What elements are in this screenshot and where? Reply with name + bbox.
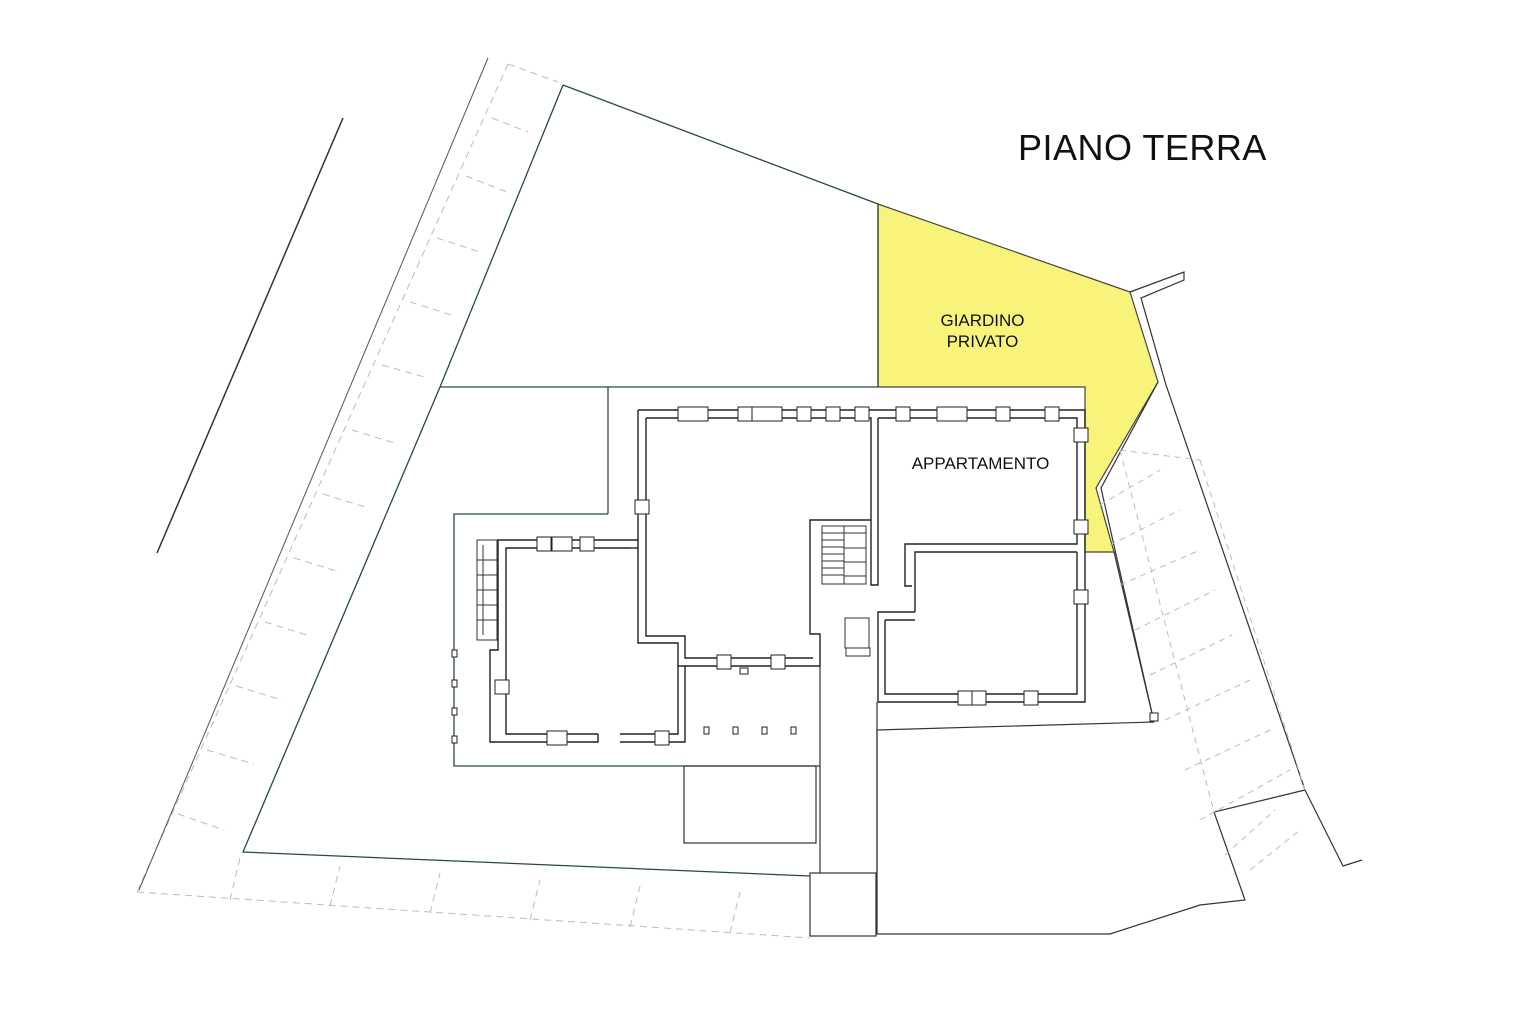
parking-bays bbox=[1099, 449, 1306, 871]
portico-columns bbox=[451, 649, 1159, 744]
windows bbox=[494, 406, 1089, 746]
garden-label: GIARDINO PRIVATO bbox=[920, 310, 1045, 352]
lot-boundary bbox=[242, 84, 879, 877]
apartment-label: APPARTAMENTO bbox=[911, 454, 1050, 473]
plan-title: PIANO TERRA bbox=[1018, 127, 1267, 168]
private-garden-area bbox=[877, 203, 1159, 553]
staircase bbox=[476, 525, 871, 657]
sidewalk-outer-edge bbox=[138, 57, 489, 891]
garden-label-line1: GIARDINO bbox=[940, 311, 1025, 330]
garden-label-line2: PRIVATO bbox=[946, 332, 1019, 351]
garage-areas bbox=[683, 666, 878, 937]
street-line bbox=[156, 117, 344, 554]
sidewalk-dashed bbox=[136, 63, 811, 939]
